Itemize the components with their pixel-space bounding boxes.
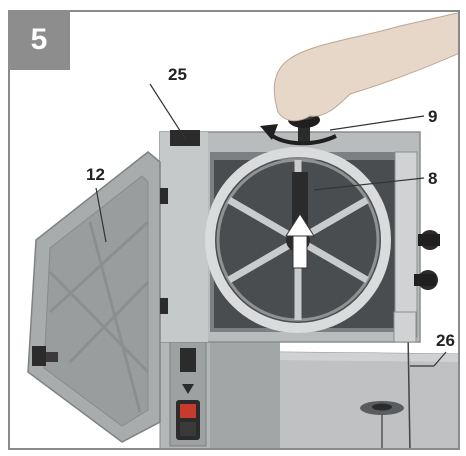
- callout-26: 26: [436, 331, 455, 350]
- door-hinges: [160, 188, 168, 314]
- saw-table: [271, 351, 458, 448]
- callout-25: 25: [168, 65, 187, 84]
- up-arrow-icon: [285, 213, 315, 269]
- door-latch: [32, 346, 58, 366]
- step-badge: 5: [8, 10, 70, 70]
- band-saw-illustration: [27, 12, 458, 448]
- hand: [273, 12, 458, 122]
- saw-blade: [407, 331, 411, 448]
- callout-9: 9: [428, 107, 438, 126]
- figure-frame: [8, 10, 460, 450]
- callout-8: 8: [428, 169, 438, 188]
- callout-12: 12: [86, 165, 105, 184]
- tension-bracket: [292, 172, 308, 232]
- tension-knobs: [414, 230, 440, 290]
